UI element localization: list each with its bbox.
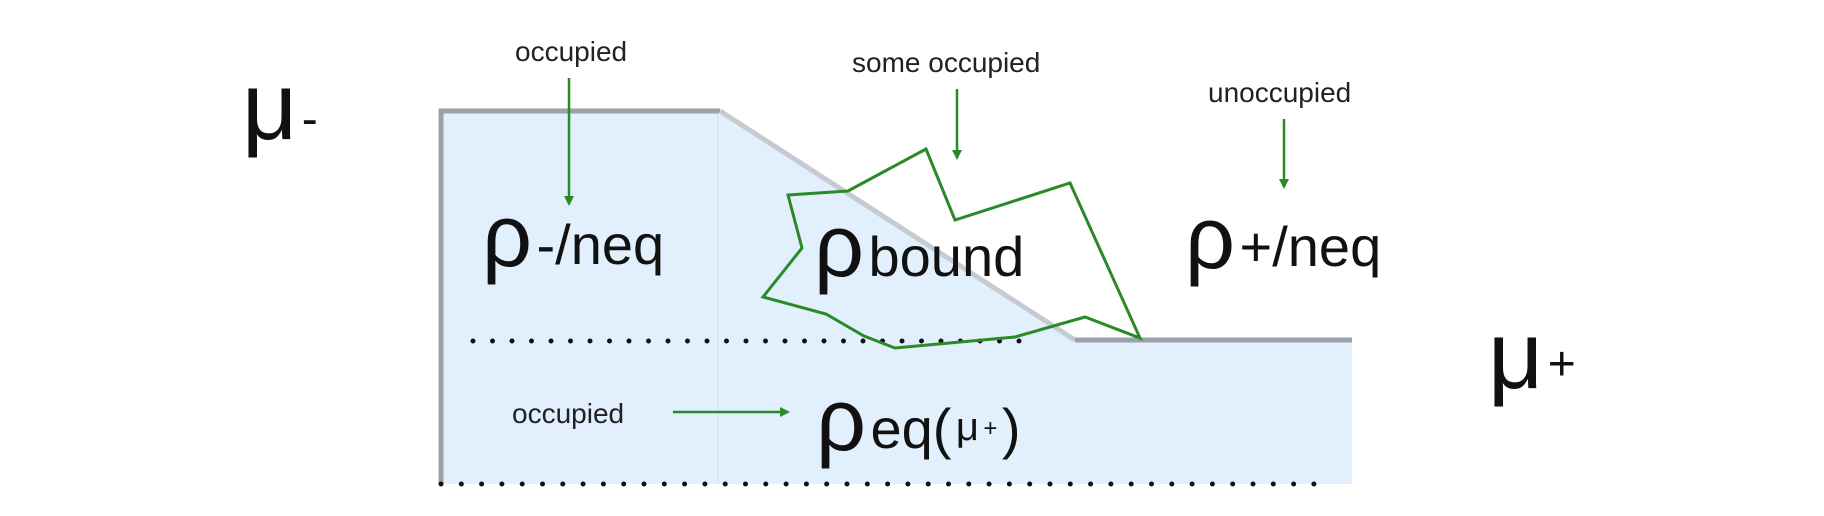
rho-plus-neq-symbol: ρ [1185, 188, 1235, 287]
rho-eq-label: ρ eq( μ + ) [816, 370, 1021, 469]
bound-region-outline [760, 146, 1143, 350]
mu-right-subscript: + [1548, 338, 1576, 391]
annotation-top-right: unoccupied [1208, 77, 1351, 108]
rho-bound-subscript: bound [869, 225, 1025, 288]
rho-eq-symbol: ρ [816, 370, 866, 469]
annotation-top-middle: some occupied [852, 47, 1040, 78]
annotation-bottom-left: occupied [512, 398, 624, 429]
mu-right-symbol: μ [1488, 302, 1543, 409]
rho-eq-mu-symbol: μ [956, 405, 979, 449]
occupied-region [441, 111, 1352, 484]
mu-left-symbol: μ [242, 53, 297, 160]
mu-right-label: μ + [1488, 302, 1576, 409]
rho-plus-neq-label: ρ +/neq [1185, 188, 1381, 287]
rho-minus-neq-symbol: ρ [482, 186, 532, 285]
rho-plus-neq-subscript: +/neq [1240, 215, 1382, 278]
rho-bound-symbol: ρ [814, 196, 864, 295]
rho-eq-close-paren: ) [1002, 397, 1021, 460]
rho-eq-mu-subscript: + [983, 415, 997, 442]
rho-bound-label: ρ bound [814, 196, 1024, 295]
annotation-top-left: occupied [515, 36, 627, 67]
rho-eq-subscript: eq( [871, 397, 952, 460]
rho-minus-neq-label: ρ -/neq [482, 186, 664, 285]
left-wall [438, 108, 720, 484]
mu-left-subscript: - [302, 93, 318, 146]
rho-minus-neq-subscript: -/neq [537, 213, 665, 276]
mu-left-label: μ - [242, 53, 318, 160]
slope-edge [718, 108, 1077, 343]
